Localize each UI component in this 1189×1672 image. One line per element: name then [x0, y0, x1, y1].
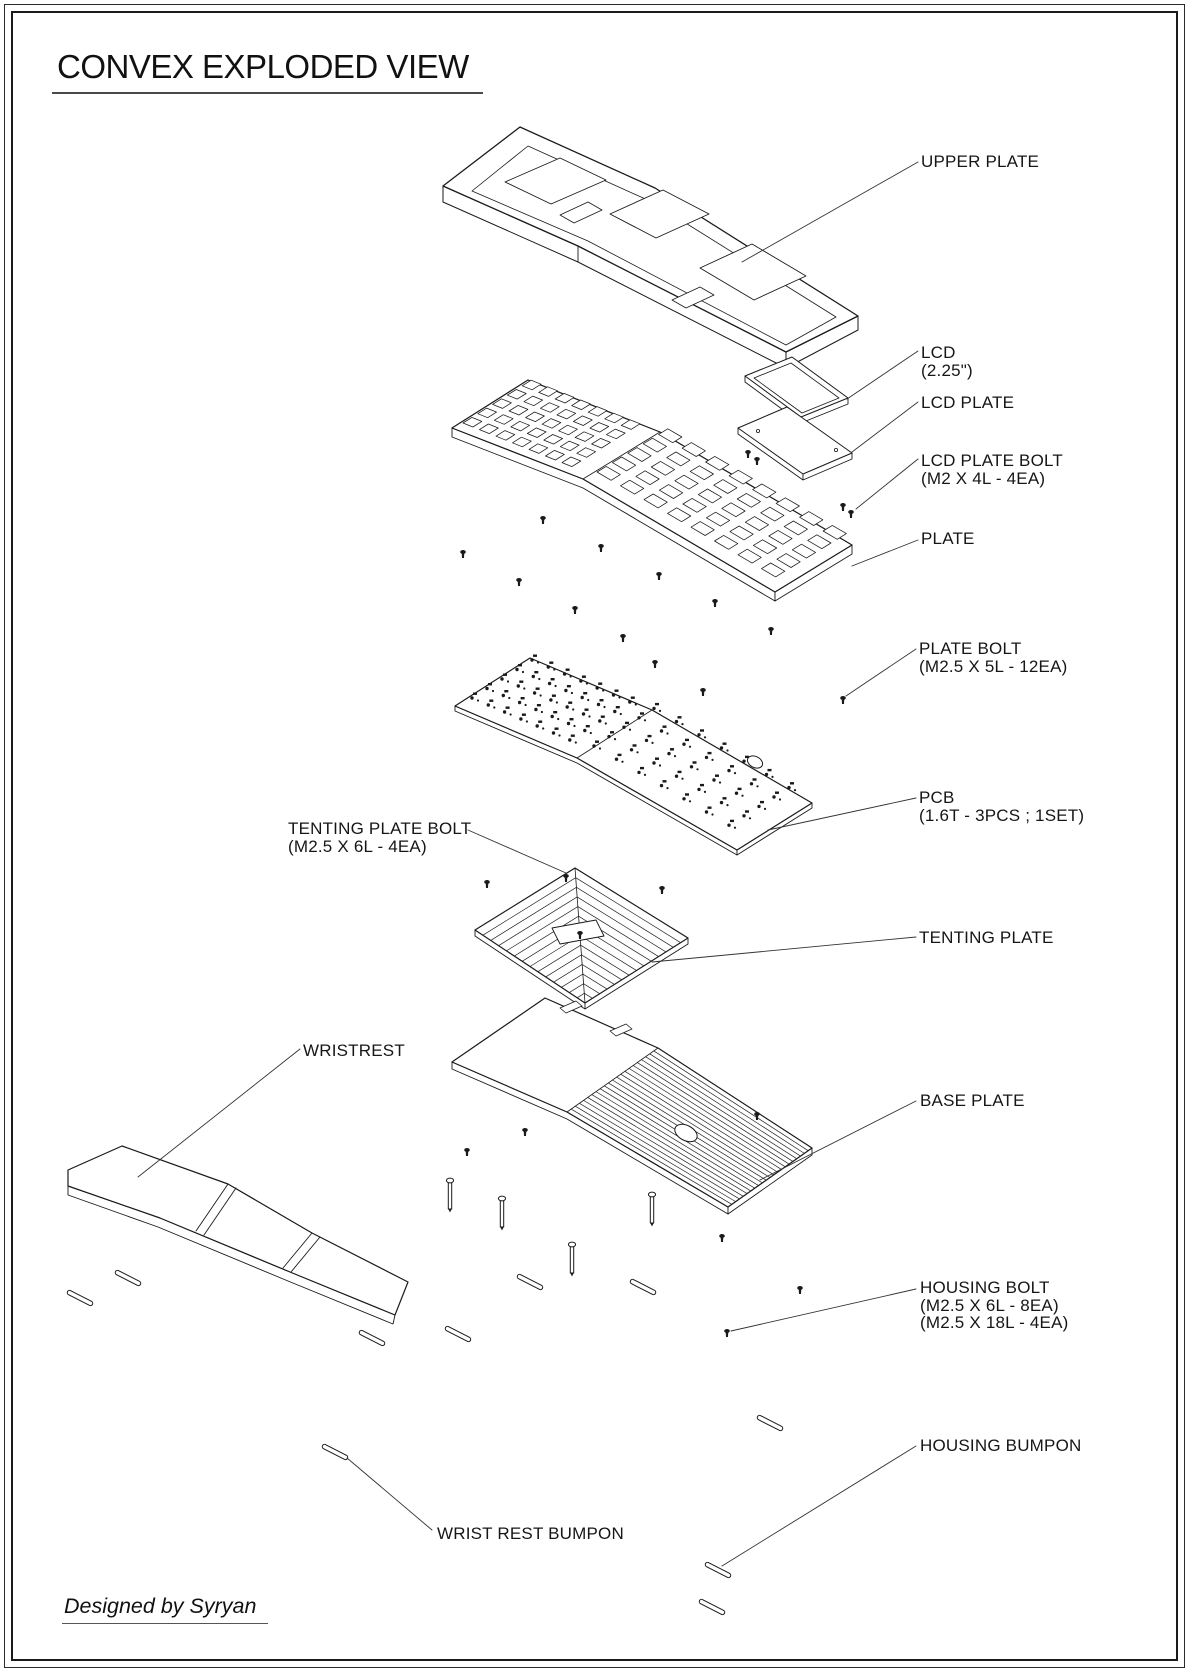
label-tenting-plate-bolt-spec: (M2.5 X 6L - 4EA) — [288, 836, 427, 856]
label-plate-text: PLATE — [921, 529, 975, 548]
part-base-plate — [451, 997, 813, 1215]
label-lcd-plate-bolt: LCD PLATE BOLT (M2 X 4L - 4EA) — [921, 452, 1063, 487]
plate-key-cutouts — [462, 379, 847, 578]
label-housing-bumpon: HOUSING BUMPON — [920, 1437, 1081, 1455]
designer-credit: Designed by Syryan — [62, 1594, 269, 1624]
part-lcd — [744, 356, 849, 424]
label-housing-bumpon-text: HOUSING BUMPON — [920, 1436, 1082, 1455]
part-lcd-plate — [737, 406, 853, 481]
label-plate-bolt-spec: (M2.5 X 5L - 12EA) — [919, 656, 1068, 676]
label-lcd-plate-text: LCD PLATE — [921, 393, 1015, 412]
part-tenting-plate — [474, 867, 689, 1010]
label-pcb: PCB (1.6T - 3PCS ; 1SET) — [919, 789, 1084, 824]
label-lcd-plate-bolt-spec: (M2 X 4L - 4EA) — [921, 468, 1046, 488]
pcb-components — [470, 654, 797, 829]
label-pcb-text: PCB — [919, 788, 955, 807]
label-housing-bolt: HOUSING BOLT (M2.5 X 6L - 8EA) (M2.5 X 1… — [920, 1279, 1068, 1332]
label-plate-bolt-text: PLATE BOLT — [919, 639, 1022, 658]
label-tenting-plate-bolt: TENTING PLATE BOLT (M2.5 X 6L - 4EA) — [288, 820, 471, 855]
part-plate — [451, 379, 853, 602]
label-wrist-rest-bumpon-text: WRIST REST BUMPON — [437, 1524, 624, 1543]
label-lcd-plate: LCD PLATE — [921, 394, 1014, 412]
label-tenting-plate-text: TENTING PLATE — [919, 928, 1054, 947]
label-plate-bolt: PLATE BOLT (M2.5 X 5L - 12EA) — [919, 640, 1067, 675]
label-housing-bolt-text: HOUSING BOLT — [920, 1278, 1050, 1297]
group-housing-bolts-long — [445, 1177, 657, 1277]
label-lcd: LCD (2.25") — [921, 344, 973, 379]
part-upper-plate — [442, 126, 859, 369]
label-upper-plate-text: UPPER PLATE — [921, 152, 1040, 171]
label-base-plate-text: BASE PLATE — [920, 1091, 1025, 1110]
label-tenting-plate: TENTING PLATE — [919, 929, 1054, 947]
label-lcd-size: (2.25") — [921, 360, 973, 380]
group-leader-lines — [137, 161, 919, 1567]
part-wristrest — [67, 1145, 409, 1325]
group-bumpons — [65, 1269, 785, 1616]
label-lcd-plate-bolt-text: LCD PLATE BOLT — [921, 451, 1063, 470]
label-upper-plate: UPPER PLATE — [921, 153, 1039, 171]
part-pcb — [454, 654, 813, 856]
label-wristrest-text: WRISTREST — [303, 1041, 405, 1060]
label-housing-bolt-spec2: (M2.5 X 18L - 4EA) — [920, 1313, 1069, 1332]
label-tenting-plate-bolt-text: TENTING PLATE BOLT — [288, 819, 472, 838]
label-housing-bolt-spec1: (M2.5 X 6L - 8EA) — [920, 1295, 1059, 1315]
label-wrist-rest-bumpon: WRIST REST BUMPON — [437, 1525, 624, 1543]
label-base-plate: BASE PLATE — [920, 1092, 1025, 1110]
label-lcd-text: LCD — [921, 343, 956, 362]
page-title: CONVEX EXPLODED VIEW — [52, 48, 483, 94]
label-wristrest: WRISTREST — [303, 1042, 405, 1060]
label-plate: PLATE — [921, 530, 975, 548]
label-pcb-spec: (1.6T - 3PCS ; 1SET) — [919, 805, 1085, 825]
